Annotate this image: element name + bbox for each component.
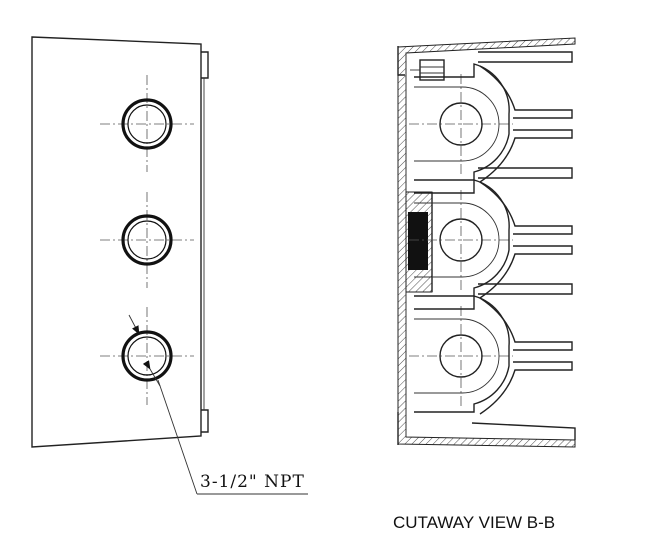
chamber-body-outer — [414, 63, 510, 181]
cutaway-bottom-plate — [471, 422, 576, 440]
chamber-fin-top — [478, 283, 573, 295]
npt-port-bottom — [100, 307, 194, 405]
chamber-body-inner — [414, 86, 500, 162]
thread-callout-label: 3-1/2" NPT — [200, 472, 305, 492]
chamber-arm-lower — [479, 245, 573, 299]
chamber-arm-upper — [479, 297, 573, 351]
chamber-arm-lower — [479, 129, 573, 183]
npt-port-top — [100, 75, 194, 172]
front-body-outline — [31, 36, 202, 448]
front-flange-bottom — [201, 409, 209, 433]
cutaway-threaded-port — [405, 191, 433, 293]
chamber-arm-lower — [479, 361, 573, 415]
front-flange — [201, 51, 209, 79]
chamber-arm-upper — [479, 181, 573, 235]
cutaway-chambers — [409, 51, 573, 415]
front-view: 3-1/2" NPT — [31, 36, 308, 495]
chamber-bore — [439, 334, 483, 378]
cutaway-fastener — [410, 59, 445, 81]
chamber-fin-top — [478, 51, 573, 63]
thread-callout-leader — [128, 314, 308, 495]
chamber-body-inner — [414, 318, 500, 394]
chamber-body-inner — [414, 202, 500, 278]
chamber-fin-top — [478, 167, 573, 179]
chamber-body-outer — [414, 295, 510, 413]
cutaway-flange-top — [397, 46, 405, 76]
chamber-arm-upper — [479, 65, 573, 119]
cutaway-view-title: CUTAWAY VIEW B-B — [393, 513, 555, 532]
chamber-bore — [439, 102, 483, 146]
cutaway-view — [397, 37, 576, 448]
chamber-bore — [439, 218, 483, 262]
npt-port-middle — [100, 192, 194, 288]
